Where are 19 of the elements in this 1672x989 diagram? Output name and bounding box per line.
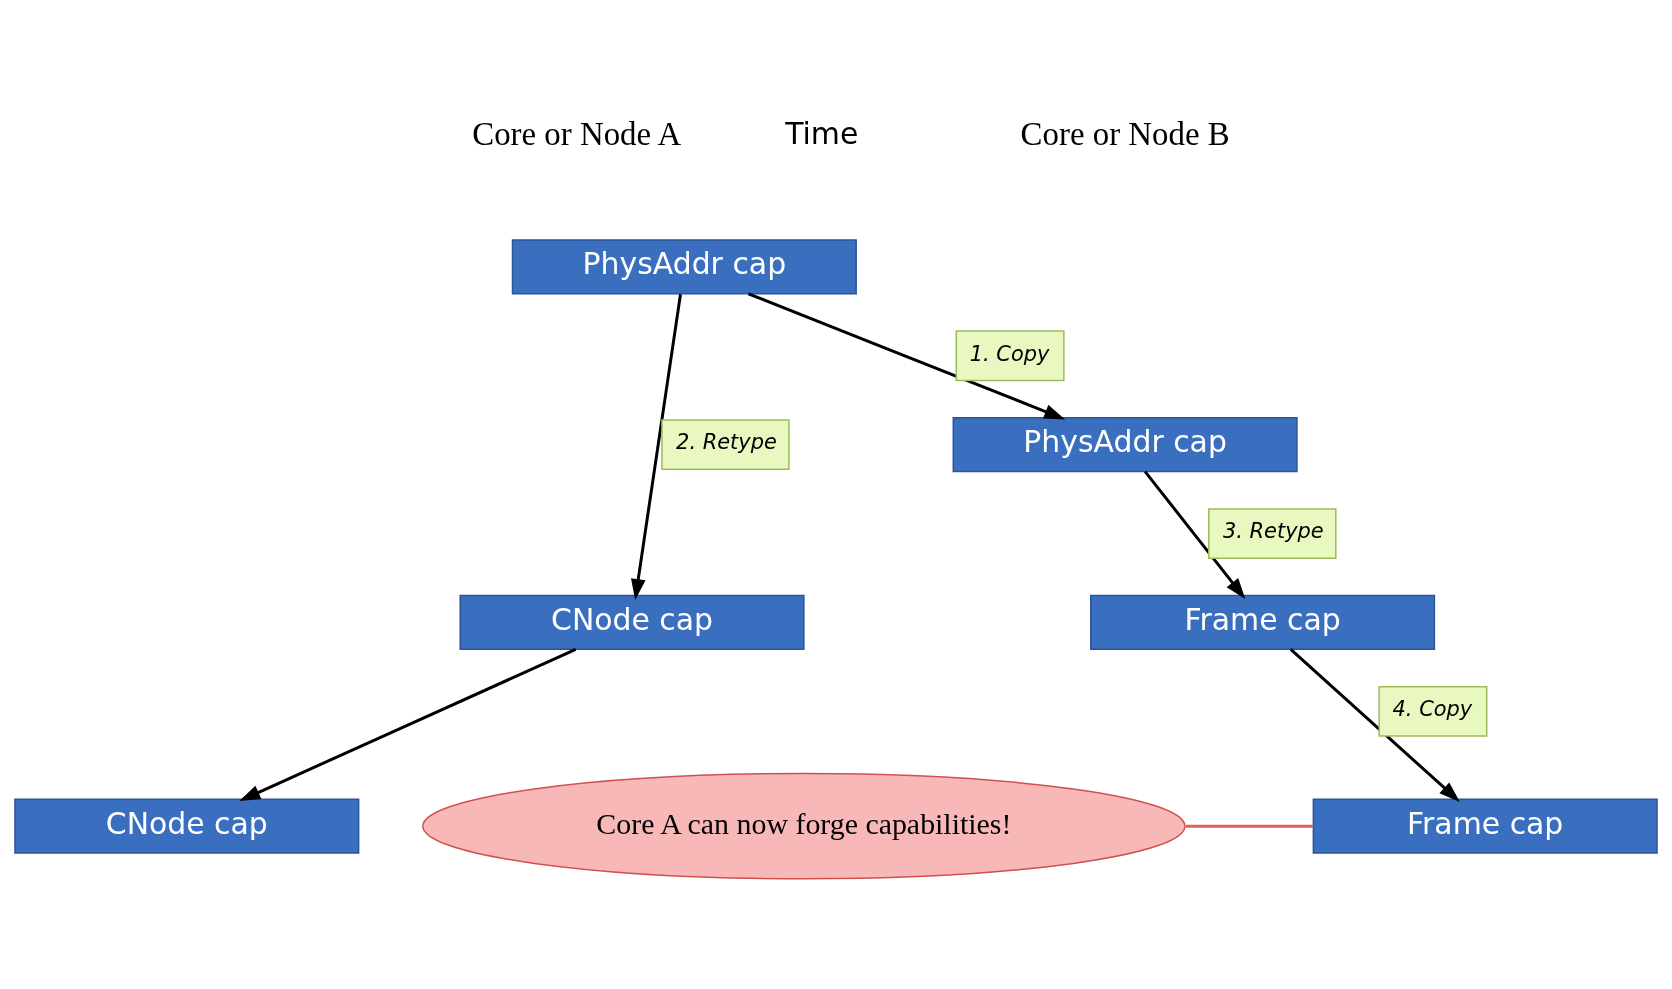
edge-label: 2. Retype [676, 430, 777, 455]
edge-label: 4. Copy [1392, 697, 1473, 722]
edge-label: 3. Retype [1222, 519, 1324, 544]
node-box: PhysAddr cap [511, 239, 857, 295]
arrow [1143, 470, 1246, 600]
node-box: Frame cap [1312, 798, 1658, 854]
arrow [239, 648, 577, 801]
arrow [1289, 648, 1460, 802]
node-box: CNode cap [14, 798, 360, 854]
node-box: Frame cap [1090, 594, 1436, 651]
node-ellipse: Core A can now forge capabilities! [422, 772, 1186, 880]
label: Core or Node B [1020, 116, 1230, 153]
connector [1185, 824, 1314, 828]
edge-label: 1. Copy [969, 341, 1050, 366]
node-box: PhysAddr cap [952, 417, 1298, 473]
node-box: CNode cap [459, 594, 805, 651]
label: Time [785, 116, 859, 152]
label: Core or Node A [472, 116, 682, 153]
arrow [631, 294, 682, 600]
